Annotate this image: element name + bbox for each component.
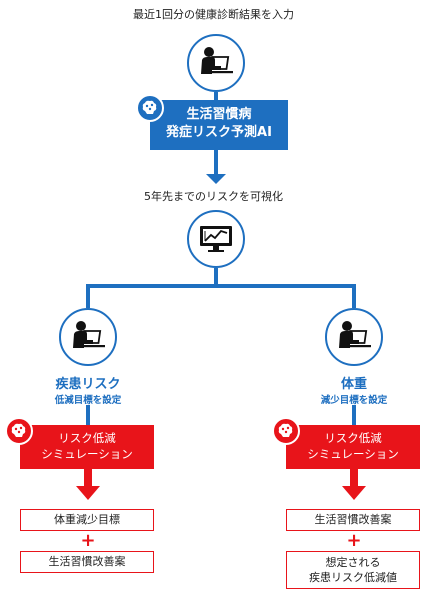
right-red-arrowhead — [342, 486, 366, 500]
ai-box-line1: 生活習慣病 — [186, 107, 252, 122]
left-branch-subtitle: 低減目標を設定 — [54, 395, 122, 406]
right-branch-subtitle: 減少目標を設定 — [320, 395, 388, 406]
right-branch-title: 体重 — [340, 377, 367, 392]
user-at-laptop-icon — [339, 321, 371, 348]
right-red-stem — [350, 469, 358, 487]
left-sim-line1: リスク低減 — [58, 431, 116, 445]
left-red-stem — [84, 469, 92, 487]
right-ai-badge — [272, 417, 300, 445]
ai-brain-icon — [142, 100, 157, 114]
risk-prediction-ai-box: 生活習慣病 発症リスク予測AI — [150, 100, 288, 150]
user-at-laptop-icon — [73, 321, 105, 348]
branch-right — [352, 284, 356, 308]
input-caption: 最近1回分の健康診断結果を入力 — [133, 8, 294, 21]
left-red-arrowhead — [76, 486, 100, 500]
monitor-chart-icon — [200, 226, 232, 252]
branch-left — [86, 284, 90, 308]
left-ai-badge — [5, 417, 33, 445]
connector-1 — [214, 92, 218, 102]
left-user-node — [59, 308, 117, 366]
right-result-2: 想定される 疾患リスク低減値 — [286, 551, 420, 589]
branch-horizontal — [86, 284, 356, 288]
right-sim-line2: シミュレーション — [307, 447, 399, 461]
user-at-laptop-icon — [201, 47, 233, 74]
left-plus: + — [80, 530, 96, 551]
ai-brain-icon — [11, 423, 26, 437]
right-result-2-line2: 疾患リスク低減値 — [309, 571, 397, 584]
right-simulation-box: リスク低減 シミュレーション — [286, 425, 420, 469]
right-sim-line1: リスク低減 — [324, 431, 382, 445]
connector-2 — [214, 150, 218, 178]
arrow-down-1 — [206, 174, 226, 184]
left-branch-title: 疾患リスク — [55, 377, 121, 392]
left-sim-line2: シミュレーション — [41, 447, 133, 461]
ai-badge — [136, 94, 164, 122]
ai-brain-icon — [278, 423, 293, 437]
visualize-caption: 5年先までのリスクを可視化 — [144, 190, 283, 203]
left-result-1: 体重減少目標 — [20, 509, 154, 531]
right-result-2-line1: 想定される — [325, 556, 381, 569]
right-plus: + — [346, 530, 362, 551]
left-stub — [86, 405, 90, 425]
right-user-node — [325, 308, 383, 366]
connector-3 — [214, 268, 218, 286]
user-input-node — [187, 34, 245, 92]
right-stub — [352, 405, 356, 425]
ai-box-line2: 発症リスク予測AI — [166, 125, 272, 140]
right-result-1: 生活習慣改善案 — [286, 509, 420, 531]
visualization-node — [187, 210, 245, 268]
left-simulation-box: リスク低減 シミュレーション — [20, 425, 154, 469]
left-result-2: 生活習慣改善案 — [20, 551, 154, 573]
